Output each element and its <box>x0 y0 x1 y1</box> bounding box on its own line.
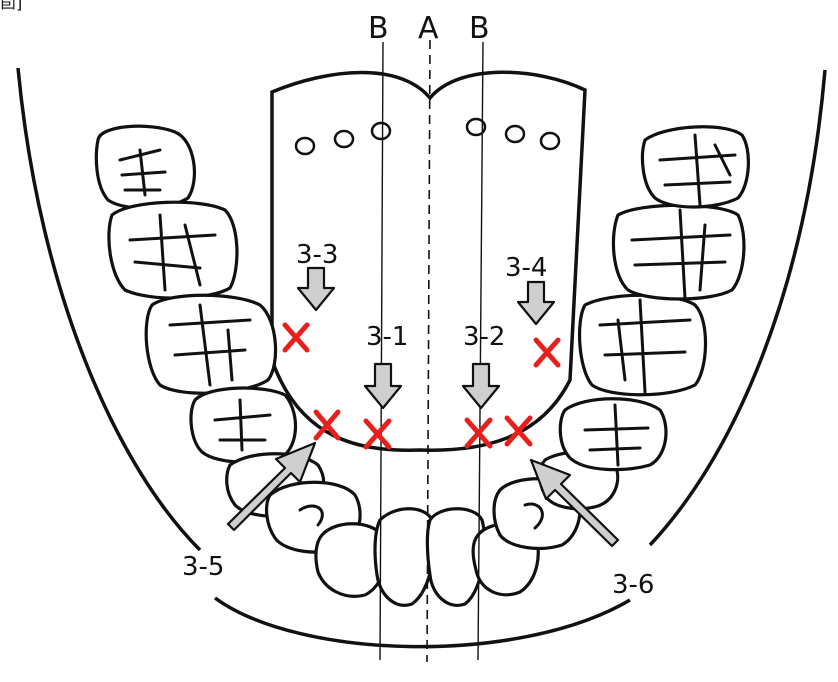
callout-3-3: 3-3 <box>296 240 338 270</box>
callout-3-4: 3-4 <box>505 253 547 283</box>
label-a: A <box>418 11 439 46</box>
callout-3-6: 3-6 <box>612 570 654 600</box>
callout-3-1: 3-1 <box>366 322 408 352</box>
corner-text: 卣] <box>0 0 22 12</box>
label-b-left: B <box>368 11 389 46</box>
callout-3-5: 3-5 <box>182 552 224 582</box>
jaw-outline-bottom <box>215 598 630 647</box>
callout-3-2: 3-2 <box>463 322 505 352</box>
label-b-right: B <box>469 11 490 46</box>
